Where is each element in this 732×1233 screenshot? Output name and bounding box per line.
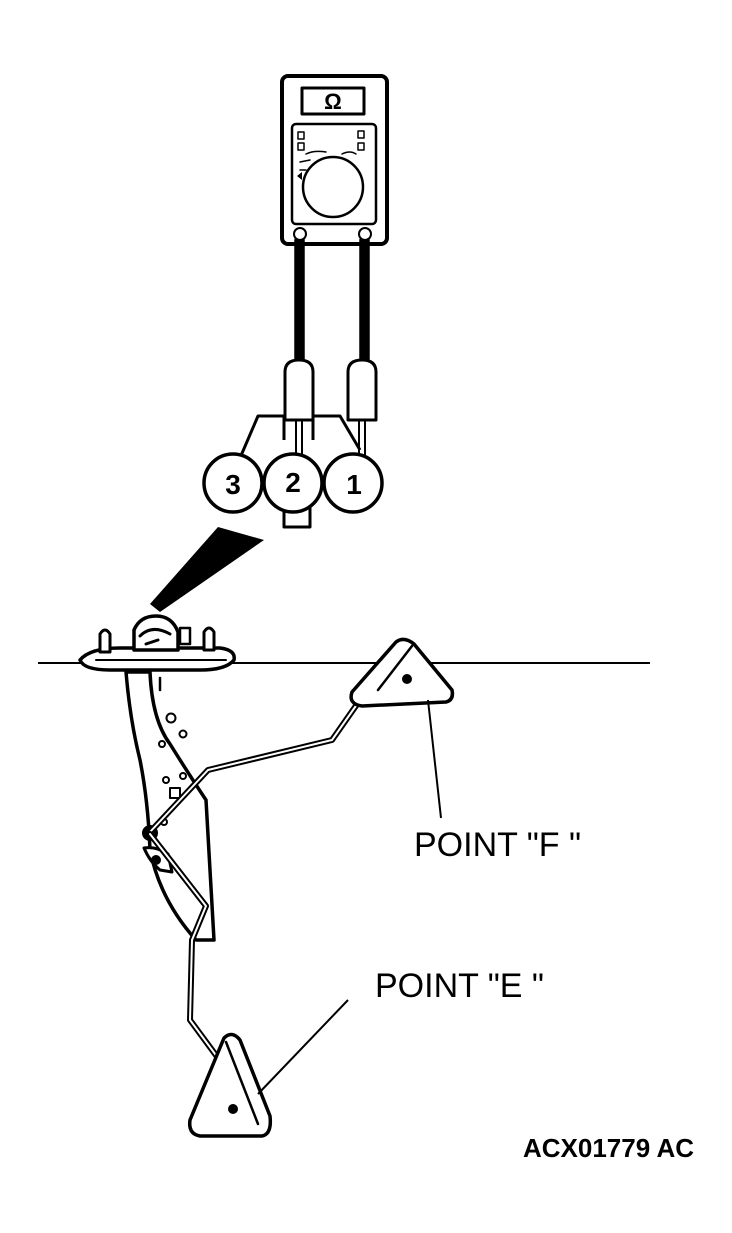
leader-line-point-f <box>427 699 442 819</box>
probe-left <box>283 358 315 422</box>
label-point-f: POINT "F " <box>414 826 581 864</box>
connector-pin-2 <box>262 452 324 514</box>
leader-line-point-e <box>257 999 349 1095</box>
connector: 3 2 1 <box>202 414 384 529</box>
test-leads <box>283 238 378 456</box>
float-arm-point-e <box>147 831 273 1138</box>
fuel-gauge-sender-unit <box>78 614 236 942</box>
figure-code: ACX01779 AC <box>523 1133 694 1163</box>
connector-pin-1 <box>322 452 384 514</box>
float-point-e <box>187 1032 273 1138</box>
pin-label-1: 1 <box>346 469 362 500</box>
probe-right <box>346 358 378 422</box>
pin-label-2: 2 <box>285 467 301 498</box>
connector-pin-3 <box>202 452 264 514</box>
selector-dial <box>301 155 365 219</box>
float-arm-point-f <box>147 637 455 835</box>
ohmmeter: Ω <box>280 74 389 246</box>
float-point-f <box>349 637 455 708</box>
zoom-callout-beam <box>150 527 264 612</box>
meter-display-symbol: Ω <box>324 89 342 114</box>
pin-label-3: 3 <box>225 469 241 500</box>
label-point-e: POINT "E " <box>375 967 544 1005</box>
